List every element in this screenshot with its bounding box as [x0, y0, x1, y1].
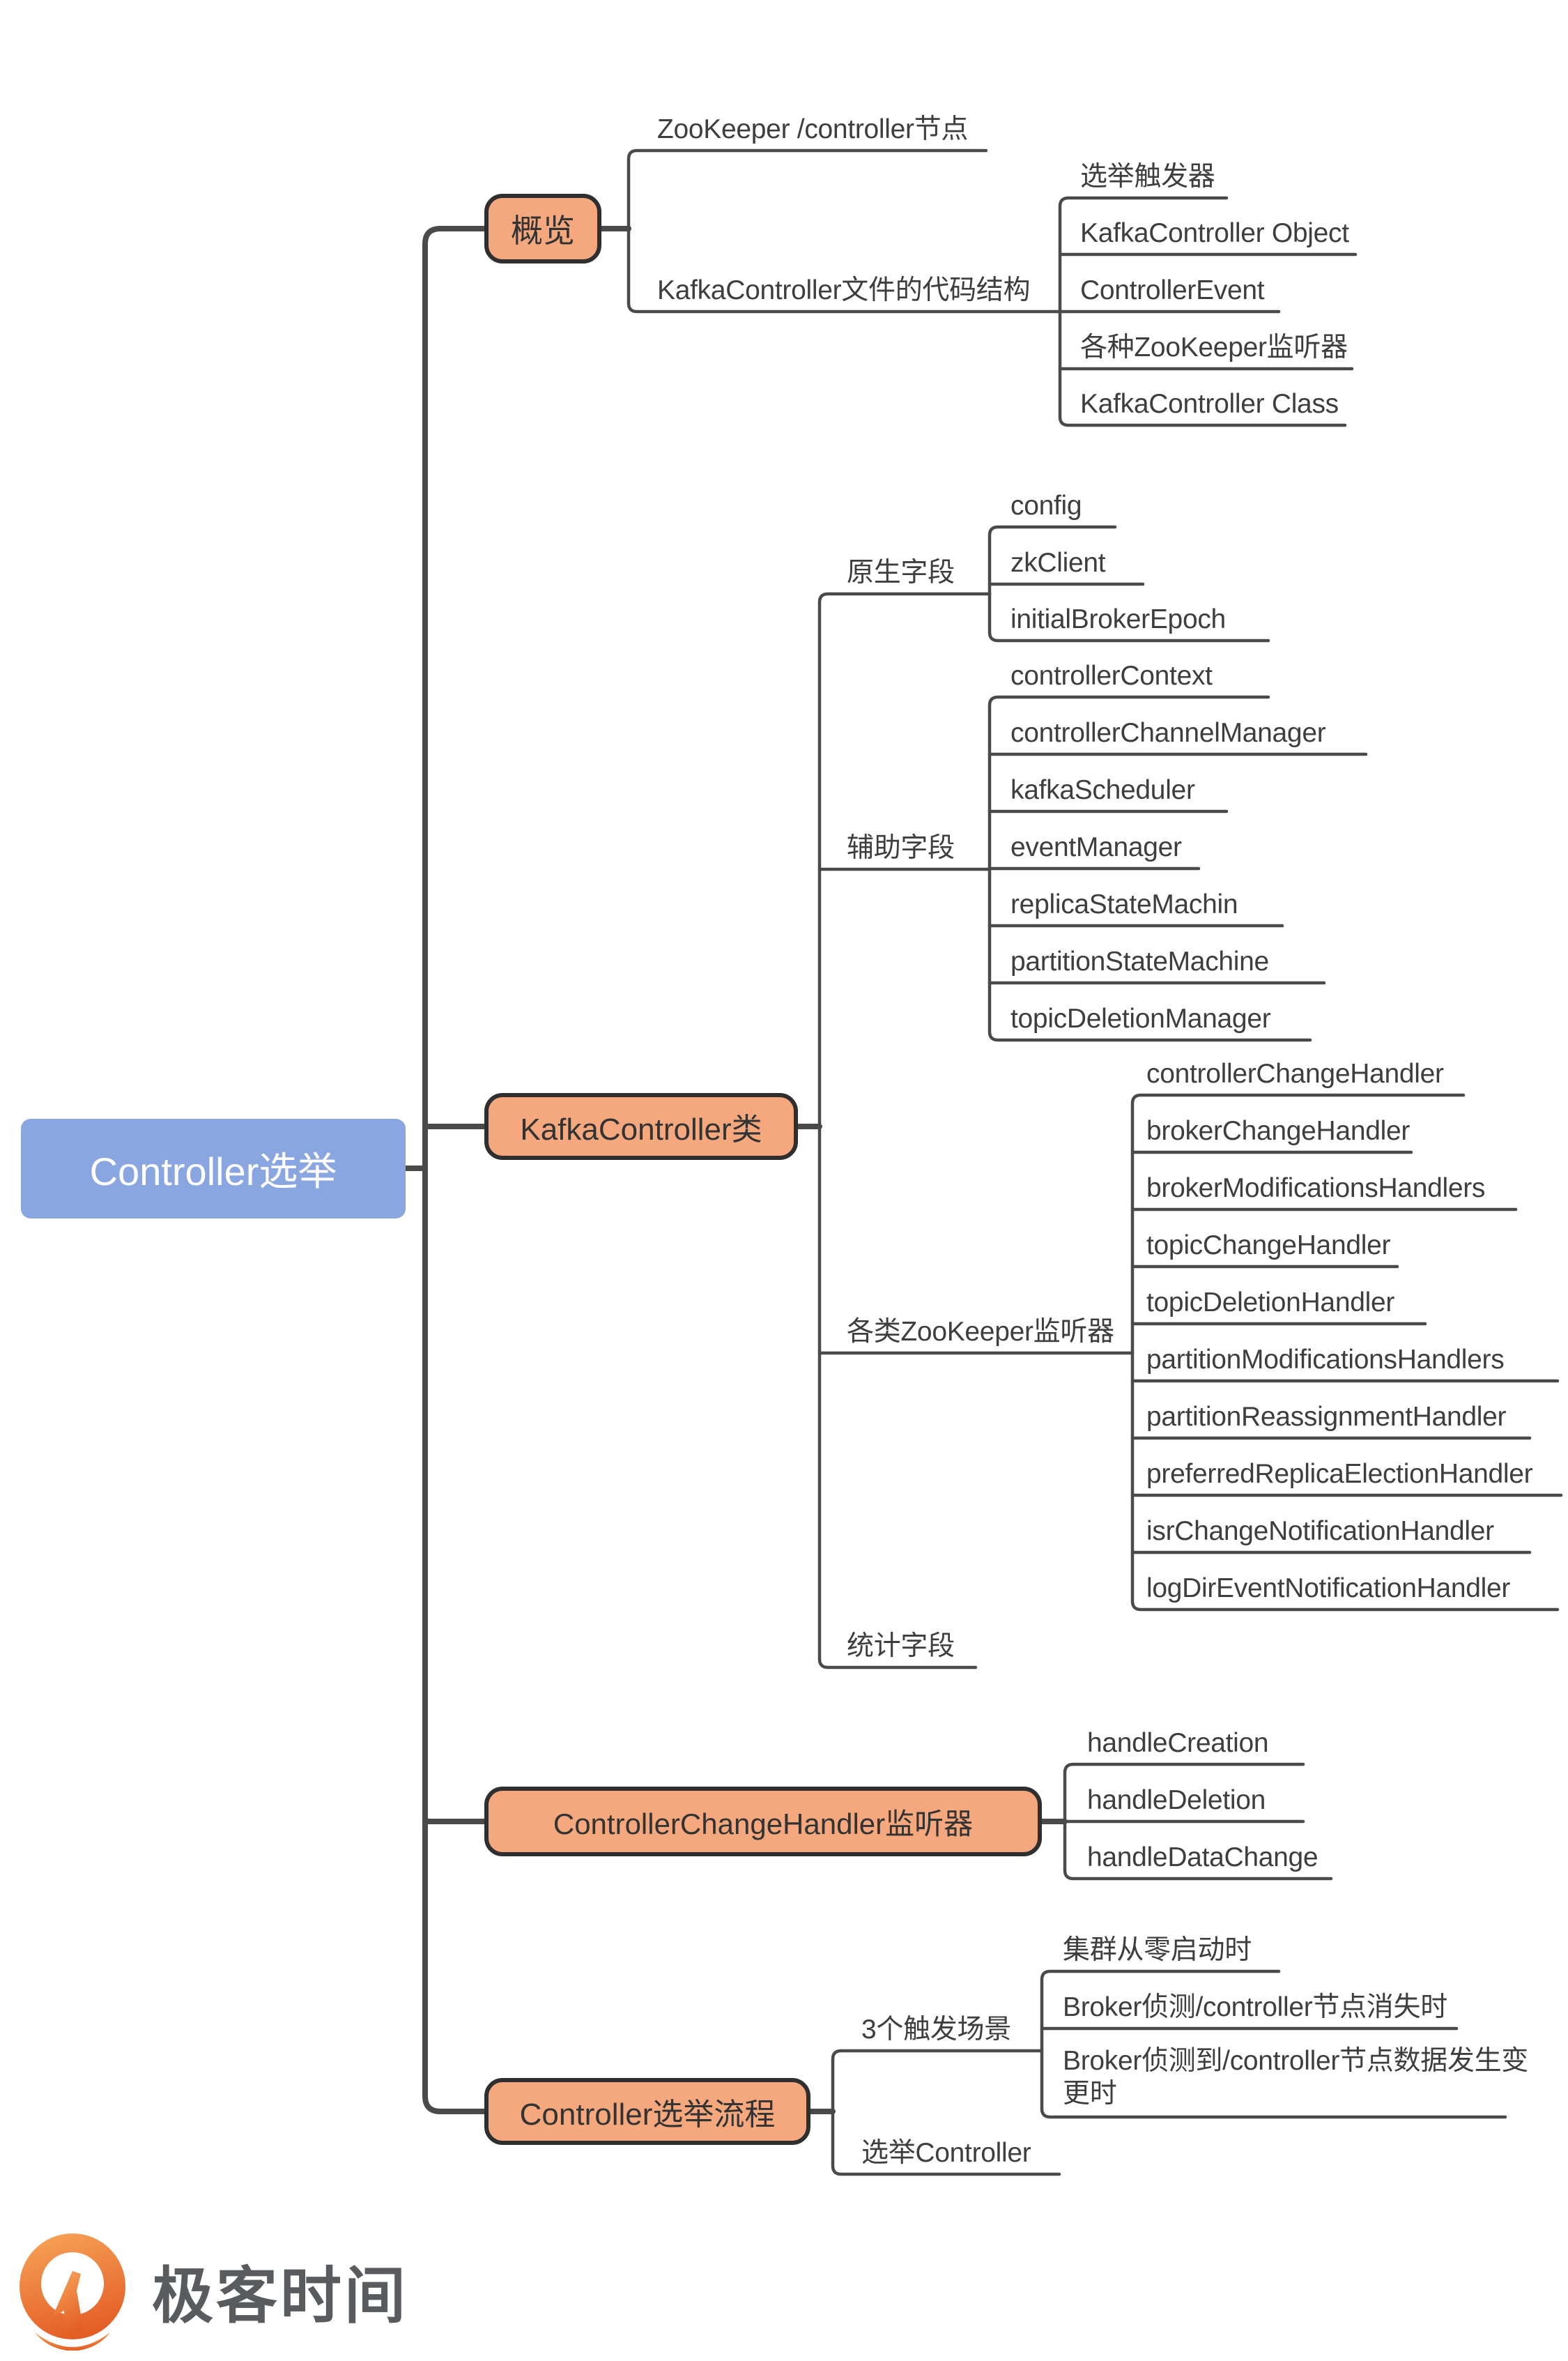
node-logdireventnotificationhandler[interactable]: logDirEventNotificationHandler	[1146, 1573, 1511, 1603]
node-config[interactable]: config	[1010, 491, 1082, 521]
bracket-zk-handlers	[1130, 1093, 1560, 1612]
leaf-connectors	[627, 148, 1563, 2176]
node-replicastatemachin[interactable]: replicaStateMachin	[1010, 889, 1238, 919]
node-zookeeper-controller-znode[interactable]: ZooKeeper /controller节点	[657, 114, 969, 144]
node-kafkascheduler[interactable]: kafkaScheduler	[1010, 775, 1195, 805]
node-initialbrokerepoch[interactable]: initialBrokerEpoch	[1010, 604, 1226, 634]
node-broker-detect-znode-data-change[interactable]: Broker侦测到/controller节点数据发生变更时	[1063, 2046, 1529, 2109]
node-kafkacontroller-object[interactable]: KafkaController Object	[1080, 218, 1349, 248]
node-topicchangehandler[interactable]: topicChangeHandler	[1146, 1230, 1391, 1260]
node-stats-fields[interactable]: 统计字段	[847, 1631, 955, 1661]
geektime-logo-text: 极客时间	[152, 2261, 409, 2330]
node-handlecreation[interactable]: handleCreation	[1087, 1728, 1269, 1758]
node-preferredreplicaelectionhandler[interactable]: preferredReplicaElectionHandler	[1146, 1459, 1533, 1489]
node-zk-handlers-group[interactable]: 各类ZooKeeper监听器	[847, 1317, 1114, 1347]
node-partitionmodificationshandlers[interactable]: partitionModificationsHandlers	[1146, 1345, 1505, 1375]
spine	[422, 226, 487, 2114]
node-handledatachange[interactable]: handleDataChange	[1087, 1842, 1319, 1872]
node-topicdeletionhandler[interactable]: topicDeletionHandler	[1146, 1288, 1395, 1317]
primary-connectors	[403, 226, 1068, 2114]
node-topicdeletionmanager[interactable]: topicDeletionManager	[1010, 1004, 1271, 1034]
geektime-logo-icon	[17, 2233, 128, 2351]
node-cluster-cold-start[interactable]: 集群从零启动时	[1063, 1935, 1252, 1965]
node-isrchangenotificationhandler[interactable]: isrChangeNotificationHandler	[1146, 1516, 1494, 1546]
node-partitionstatemachine[interactable]: partitionStateMachine	[1010, 947, 1269, 977]
node-helper-fields[interactable]: 辅助字段	[847, 833, 955, 863]
branch-election-flow[interactable]: Controller选举流程	[484, 2078, 810, 2145]
node-various-zookeeper-listeners[interactable]: 各种ZooKeeper监听器	[1080, 333, 1348, 362]
node-controllercontext[interactable]: controllerContext	[1010, 661, 1213, 691]
node-kafkacontroller-class-leaf[interactable]: KafkaController Class	[1080, 389, 1339, 419]
node-brokerchangehandler[interactable]: brokerChangeHandler	[1146, 1116, 1411, 1146]
node-kafkacontroller-file-structure[interactable]: KafkaController文件的代码结构	[657, 275, 1031, 305]
branch-controllerchangehandler-listener[interactable]: ControllerChangeHandler监听器	[484, 1787, 1042, 1856]
node-three-trigger-scenarios[interactable]: 3个触发场景	[861, 2015, 1011, 2045]
node-controllerchannelmanager[interactable]: controllerChannelManager	[1010, 718, 1326, 748]
node-eventmanager[interactable]: eventManager	[1010, 832, 1182, 862]
bracket-flow	[831, 2049, 1061, 2176]
branch-overview[interactable]: 概览	[484, 194, 601, 263]
node-elect-controller[interactable]: 选举Controller	[861, 2138, 1031, 2168]
node-native-fields[interactable]: 原生字段	[847, 558, 955, 588]
node-zkclient[interactable]: zkClient	[1010, 548, 1106, 578]
node-controllerchangehandler[interactable]: controllerChangeHandler	[1146, 1059, 1444, 1089]
node-election-trigger[interactable]: 选举触发器	[1080, 162, 1215, 192]
node-broker-detect-znode-gone[interactable]: Broker侦测/controller节点消失时	[1063, 1992, 1447, 2022]
node-controllerevent[interactable]: ControllerEvent	[1080, 275, 1265, 305]
node-handledeletion[interactable]: handleDeletion	[1087, 1785, 1266, 1815]
bracket-kcclass	[817, 592, 992, 1669]
bracket-trigger-scenarios	[1040, 1969, 1507, 2119]
bracket-overview	[627, 148, 1062, 314]
geektime-logo: 极客时间	[14, 2231, 408, 2351]
branch-kafkacontroller-class[interactable]: KafkaController类	[484, 1093, 798, 1160]
node-brokermodificationshandlers[interactable]: brokerModificationsHandlers	[1146, 1173, 1486, 1203]
root-node-controller-election[interactable]: Controller选举	[21, 1119, 406, 1218]
node-partitionreassignmenthandler[interactable]: partitionReassignmentHandler	[1146, 1402, 1507, 1432]
